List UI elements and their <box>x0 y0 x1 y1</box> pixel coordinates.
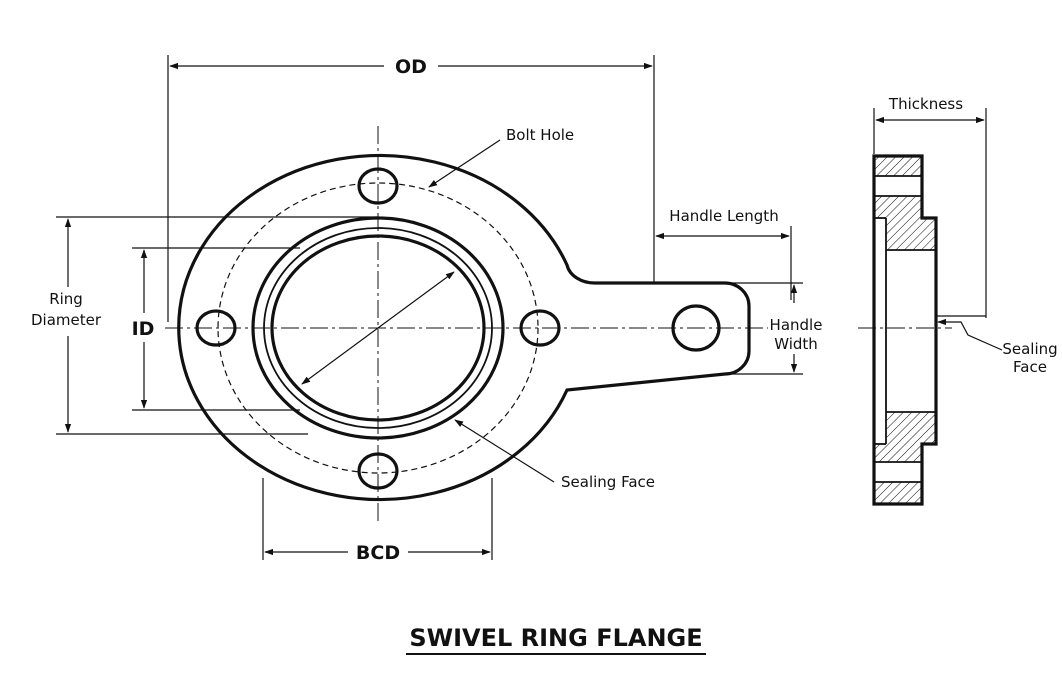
sealing-face-side-label-line1: Sealing <box>1002 340 1057 358</box>
bcd-label: BCD <box>356 542 400 564</box>
ring-diameter-label-line2: Diameter <box>31 311 102 329</box>
handle-width-label-line1: Handle <box>770 316 823 334</box>
section-bolt-hole-top <box>875 176 921 196</box>
section-bolt-hole-bottom <box>875 462 921 482</box>
od-label: OD <box>395 56 427 78</box>
diagram-title: SWIVEL RING FLANGE <box>409 624 702 652</box>
bolt-hole-label: Bolt Hole <box>506 126 574 144</box>
sealing-face-side-label-line2: Face <box>1013 358 1047 376</box>
ring-diameter-label-line1: Ring <box>49 290 83 308</box>
ring-and-handle-outline <box>177 153 751 502</box>
handle-length-label: Handle Length <box>669 207 778 225</box>
section-upper-hub <box>874 200 936 250</box>
id-label: ID <box>132 318 155 340</box>
inner-diameter-diagonal <box>301 271 455 385</box>
handle-width-label-line2: Width <box>774 335 818 353</box>
section-lower-hub <box>874 412 936 462</box>
front-view: OD Bolt Hole Handle Length Handle Width … <box>31 55 822 564</box>
thickness-label: Thickness <box>888 95 963 113</box>
sealing-face-side-leader <box>937 318 1003 351</box>
side-section-view: Thickness Sealing Face <box>858 95 1058 506</box>
bolt-hole-leader <box>428 139 501 188</box>
sealing-face-front-label: Sealing Face <box>561 473 655 491</box>
sealing-face-front-leader <box>454 419 555 483</box>
